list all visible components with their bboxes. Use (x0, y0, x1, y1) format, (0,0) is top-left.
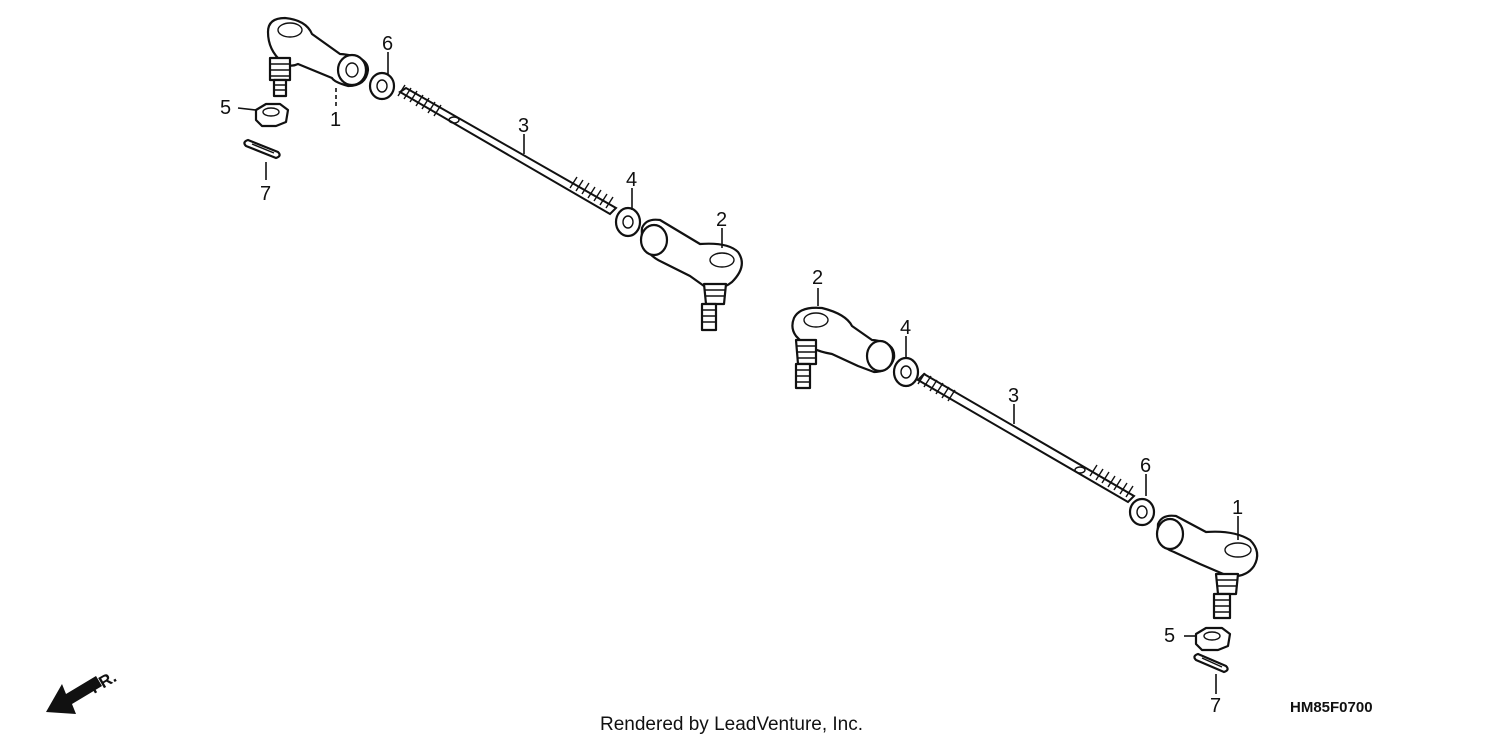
left-leader-lines (237, 52, 723, 248)
left-callout-2: 2 (716, 209, 727, 231)
right-castle-nut-5[interactable] (1194, 626, 1232, 652)
right-cotter-pin-7[interactable] (1193, 652, 1229, 674)
left-callout-7: 7 (260, 183, 271, 205)
right-callout-6: 6 (1140, 455, 1151, 477)
left-callout-6: 6 (382, 33, 393, 55)
front-arrow-label: FR. (87, 667, 120, 697)
right-callout-7: 7 (1210, 695, 1221, 717)
left-castle-nut-5[interactable] (254, 102, 290, 128)
drawing-code: HM85F0700 (1290, 699, 1373, 716)
right-tie-rod-end-1[interactable] (1155, 514, 1259, 620)
right-tie-rod-end-2[interactable] (791, 306, 896, 390)
right-lock-washer-6[interactable] (1128, 497, 1156, 527)
left-assembly: 1 6 3 4 2 5 7 (220, 16, 743, 332)
left-cotter-pin-7[interactable] (243, 138, 281, 160)
left-callout-4: 4 (626, 169, 637, 191)
left-tie-rod-end-2[interactable] (639, 218, 743, 332)
right-callout-2: 2 (812, 267, 823, 289)
right-rod-3[interactable] (916, 372, 1136, 504)
right-callout-1: 1 (1232, 497, 1243, 519)
right-callout-5: 5 (1164, 625, 1175, 647)
right-leader-lines (817, 288, 1239, 694)
right-assembly: 2 4 3 6 1 5 7 (791, 267, 1259, 717)
left-tie-rod-end-1[interactable] (266, 16, 370, 98)
left-callout-1: 1 (330, 109, 341, 131)
left-rod-3[interactable] (397, 84, 618, 216)
render-credit: Rendered by LeadVenture, Inc. (600, 714, 863, 735)
front-direction-arrow: FR. (46, 667, 120, 714)
front-arrow-icon (46, 676, 102, 714)
right-callout-3: 3 (1008, 385, 1019, 407)
left-lock-washer-6[interactable] (368, 71, 396, 101)
left-callout-5: 5 (220, 97, 231, 119)
left-jam-nut-4[interactable] (614, 206, 642, 238)
right-jam-nut-4[interactable] (892, 356, 920, 388)
left-callout-3: 3 (518, 115, 529, 137)
right-callout-4: 4 (900, 317, 911, 339)
